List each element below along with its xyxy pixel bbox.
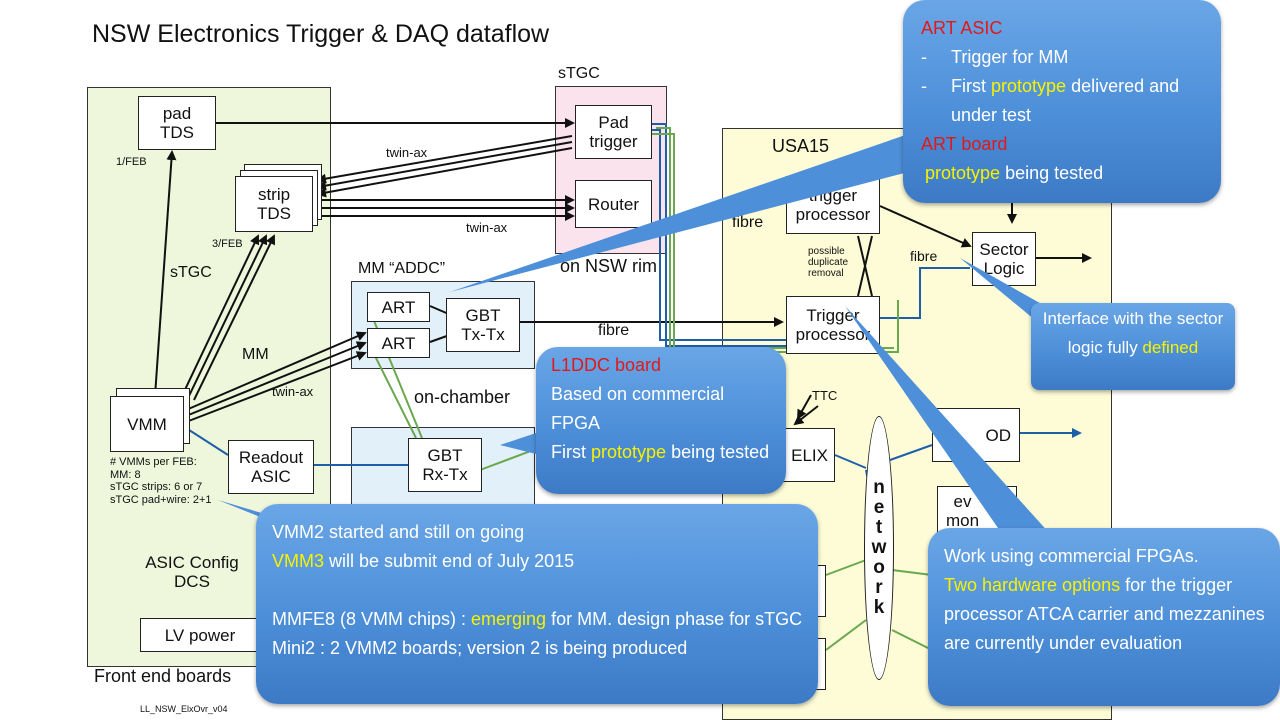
stgc-region-label: sTGC — [558, 65, 600, 82]
callout-work: Work using commercial FPGAs. Two hardwar… — [928, 528, 1280, 706]
vmm-note: # VMMs per FEB: — [110, 456, 197, 468]
art-asic-bullet-1-text: Trigger for MM — [951, 47, 1069, 67]
vmm-note: MM: 8 — [110, 468, 141, 481]
mm-arrow-label: MM — [242, 346, 269, 363]
nsw-rim-label: on NSW rim — [560, 256, 658, 276]
art-asic-highlight: prototype — [991, 76, 1067, 96]
art-box-1: ART — [367, 292, 430, 322]
vmm2-line-1: VMM2 started and still on going — [272, 522, 525, 542]
art-asic-bullet-2-post: delivered and under test — [951, 76, 1180, 125]
twinax-top-label: twin-ax — [386, 145, 428, 160]
art-box-2: ART — [367, 328, 430, 358]
l1ddc-highlight: prototype — [591, 442, 667, 462]
vmm2-line-2-post: will be submit end of July 2015 — [324, 551, 575, 571]
callout-l1ddc: L1DDC board Based on commercial FPGA Fir… — [536, 347, 786, 494]
strip-tds-box: strip TDS — [235, 176, 313, 232]
fibre-right-label: fibre — [910, 248, 938, 264]
duplicate-removal-label: possible duplicate removal — [808, 246, 849, 279]
l1ddc-line-2-post: being tested — [666, 442, 770, 462]
art-asic-bullet-1: -Trigger for MM — [921, 43, 1205, 72]
front-end-label: Front end boards — [94, 666, 232, 686]
callout-interface: Interface with the sector logic fully de… — [1031, 303, 1235, 390]
callout-art-asic: ART ASIC -Trigger for MM - First prototy… — [903, 0, 1221, 203]
l1ddc-line-2: First prototype being tested — [551, 438, 774, 467]
art-board-highlight: prototype — [925, 163, 1001, 183]
vmm-note: sTGC strips: 6 or 7 — [110, 481, 203, 493]
ttc-label: TTC — [812, 388, 838, 403]
vmm2-line-2: VMM3 will be submit end of July 2015 — [272, 547, 804, 576]
art-board-status: prototype being tested — [921, 159, 1205, 188]
usa15-label: USA15 — [772, 136, 830, 156]
footer-label: LL_NSW_ElxOvr_v04 — [140, 704, 228, 714]
vmm-note: sTGC pad+wire: 2+1 — [110, 493, 212, 506]
emerging-highlight: emerging — [471, 609, 547, 629]
work-highlight: Two hardware options — [944, 575, 1121, 595]
router-box: Router — [575, 180, 652, 228]
l1ddc-line-1: Based on commercial FPGA — [551, 384, 725, 433]
per-feb-3-label: 3/FEB — [212, 238, 243, 250]
work-line-1: Work using commercial FPGAs. — [944, 546, 1199, 566]
vmm2-line-3-pre: MMFE8 (8 VMM chips) : — [272, 609, 472, 629]
readout-asic-box: Readout ASIC — [228, 440, 314, 494]
work-line-2-post: for the trigger processor ATCA carrier a… — [944, 575, 1265, 653]
work-line-2: Two hardware options for the trigger pro… — [944, 571, 1266, 658]
l1ddc-heading: L1DDC board — [551, 355, 662, 375]
mm-addc-label: MM “ADDC” — [358, 260, 446, 277]
lv-power-box: LV power — [140, 618, 260, 652]
callout-vmm2: VMM2 started and still on going VMM3 wil… — [256, 504, 818, 704]
interface-highlight: defined — [1142, 338, 1199, 357]
trigger-processor-bottom-box: Trigger processor — [786, 296, 880, 354]
gbt-rxtx-box: GBT Rx-Tx — [408, 438, 482, 492]
fibre-mid-label: fibre — [598, 322, 630, 339]
vmm-notes: # VMMs per FEB: MM: 8 sTGC strips: 6 or … — [110, 456, 212, 506]
art-asic-bullet-2: - First prototype delivered and under te… — [921, 76, 1180, 125]
sector-logic-box: Sector Logic — [972, 232, 1036, 286]
vmm2-line-3-post: for MM. design phase for sTGC — [546, 609, 803, 629]
page-title: NSW Electronics Trigger & DAQ dataflow — [92, 20, 550, 48]
on-chamber-label: on-chamber — [414, 387, 511, 407]
vmm-box: VMM — [110, 396, 184, 452]
vmm3-highlight: VMM3 — [272, 551, 325, 571]
fibre-left-label: fibre — [732, 214, 764, 231]
interface-text: Interface with the sector logic fully — [1042, 309, 1224, 357]
art-asic-heading: ART ASIC — [921, 18, 1003, 38]
vmm2-spacer — [272, 576, 804, 605]
gbt-txtx-box: GBT Tx-Tx — [446, 298, 520, 352]
art-board-post: being tested — [1000, 163, 1104, 183]
twinax-vmm-label: twin-ax — [272, 384, 314, 399]
vmm2-line-4: Mini2 : 2 VMM2 boards; version 2 is bein… — [272, 638, 688, 658]
vmm2-line-3: MMFE8 (8 VMM chips) : emerging for MM. d… — [272, 605, 804, 634]
pad-tds-box: pad TDS — [138, 96, 216, 150]
network-ellipse: n e t w o r k — [864, 416, 894, 680]
art-asic-bullet-2-pre: First — [951, 76, 991, 96]
art-board-heading: ART board — [921, 134, 1008, 154]
l1ddc-line-2-pre: First — [551, 442, 591, 462]
per-feb-1-label: 1/FEB — [116, 156, 147, 168]
asic-config-box: ASIC Config DCS — [145, 553, 239, 591]
stgc-arrow-label: sTGC — [170, 264, 212, 281]
twinax-mid-label: twin-ax — [466, 220, 508, 235]
pad-trigger-box: Pad trigger — [575, 105, 652, 159]
